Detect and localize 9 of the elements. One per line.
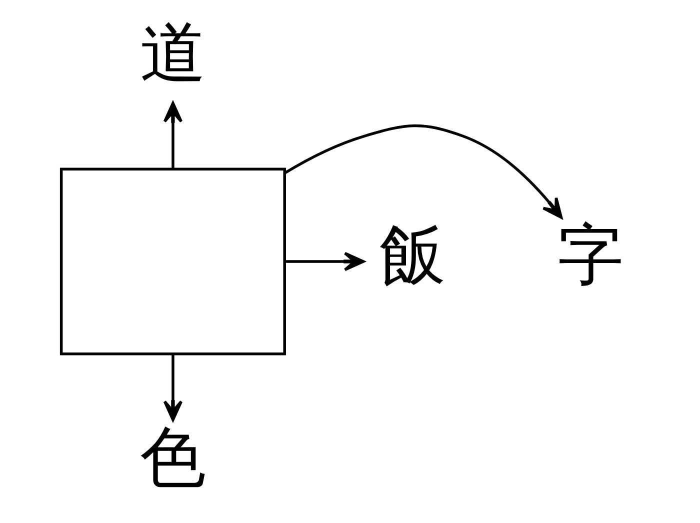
- arrow: [284, 124, 562, 219]
- node-text: 道: [139, 14, 206, 92]
- node-text: 色: [139, 418, 206, 496]
- arrow: [284, 252, 364, 272]
- node-text: 字: [556, 216, 623, 294]
- node-box: [59, 168, 286, 356]
- arrow: [162, 102, 182, 170]
- arrow: [162, 354, 182, 422]
- node-text: 飯: [379, 216, 446, 294]
